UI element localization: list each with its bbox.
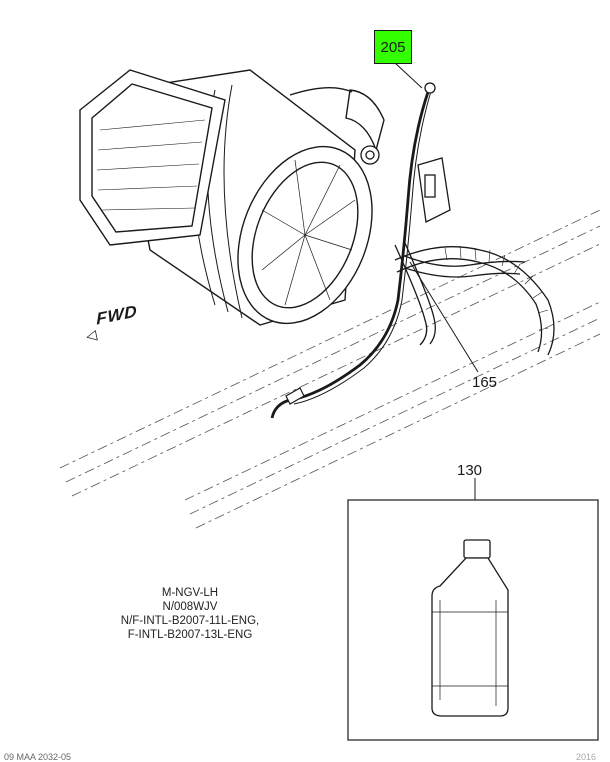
- callout-205: 205: [374, 30, 412, 64]
- bottle-icon: [431, 539, 509, 717]
- callout-205-label: 205: [380, 38, 406, 56]
- wiring-harness-205: [270, 82, 436, 419]
- note-line: N/008WJV: [162, 601, 218, 613]
- drawing-reference: 09 MAA 2032-05: [4, 752, 72, 762]
- sensor-bracket: [360, 145, 451, 223]
- applicability-notes: M-NGV-LH N/008WJV N/F-INTL-B2007-11L-ENG…: [60, 586, 320, 642]
- frame-rails: [59, 209, 601, 529]
- harness-loom-165: [394, 242, 555, 356]
- callout-130: 130: [457, 462, 483, 479]
- note-line: N/F-INTL-B2007-11L-ENG,: [120, 615, 260, 627]
- callout-165: 165: [472, 374, 498, 391]
- drawing-reference-right: 2016: [576, 752, 597, 762]
- air-cleaner-housing: [79, 69, 385, 326]
- note-line: F-INTL-B2007-13L-ENG: [127, 629, 253, 641]
- note-line: M-NGV-LH: [161, 587, 219, 599]
- leader-lines: [393, 61, 479, 500]
